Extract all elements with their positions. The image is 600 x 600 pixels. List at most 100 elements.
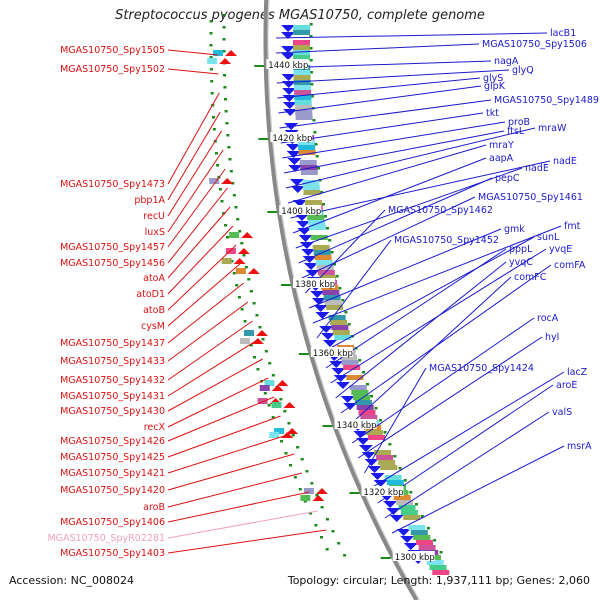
label-leader-line (364, 367, 427, 474)
tick-dot (374, 407, 378, 410)
label-leader-line (357, 336, 543, 459)
cog-block (221, 258, 232, 264)
tick-dot (312, 119, 316, 122)
tick-dot (223, 86, 227, 89)
tick-dot (232, 272, 236, 275)
tick-dot (293, 476, 297, 479)
tick-dot (222, 50, 226, 53)
tick-dot (230, 260, 234, 263)
cog-block (293, 25, 311, 30)
tick-dot (243, 320, 247, 323)
gene-label-left: recX (144, 422, 166, 433)
cog-block (303, 488, 314, 494)
cog-block (229, 232, 240, 238)
cog-block (293, 70, 311, 75)
tick-dot (325, 548, 329, 551)
gene-label-left: aroB (143, 502, 165, 513)
cog-block (349, 385, 367, 390)
label-leader-line (285, 127, 536, 189)
gene-label-right: mraY (489, 140, 514, 151)
cog-block (329, 320, 347, 325)
cog-block (386, 480, 404, 485)
gene-label-left: recU (143, 211, 165, 222)
tick-dot (325, 518, 329, 521)
cog-block (332, 330, 350, 335)
cds-arrow-reverse (290, 186, 305, 193)
cog-block (207, 58, 218, 64)
cog-block (343, 365, 361, 370)
tick-dot (420, 515, 424, 518)
gene-label-left: MGAS10750_Spy1406 (60, 517, 165, 528)
label-leader-line (167, 491, 310, 523)
cog-block (366, 430, 384, 435)
gene-label-right: comFC (514, 272, 547, 283)
label-leader-line (167, 339, 258, 397)
cds-arrow-reverse (335, 382, 350, 389)
tick-dot (249, 344, 253, 347)
gene-label-right: lacZ (567, 367, 588, 378)
tick-dot (232, 194, 236, 197)
label-leader-line (167, 244, 237, 311)
label-leader-line (316, 239, 392, 339)
cog-block (374, 450, 392, 455)
cog-block (360, 415, 378, 420)
gene-label-left: MGAS10750_SpyR02281 (47, 533, 165, 544)
cog-block (308, 220, 326, 225)
cds-arrow-reverse (364, 459, 379, 466)
label-leader-line (167, 187, 228, 264)
label-leader-line (335, 261, 507, 399)
tick-dot (309, 512, 313, 515)
cog-block (225, 248, 236, 254)
tick-dot (433, 539, 437, 542)
cds-arrow-reverse (281, 74, 296, 81)
cog-block (393, 495, 411, 500)
scale-label: 1440 kbp (268, 61, 308, 71)
gene-label-right: nagA (494, 56, 519, 67)
gene-label-left: MGAS10750_Spy1426 (60, 436, 165, 447)
tick-dot (338, 287, 342, 290)
map-title: Streptococcus pyogenes MGAS10750, comple… (115, 8, 485, 23)
tick-dot (403, 479, 407, 482)
gene-label-right: sunL (537, 232, 560, 243)
label-leader-line (167, 415, 281, 458)
cog-block (297, 140, 315, 145)
cog-block (293, 40, 310, 45)
tick-dot (309, 59, 313, 62)
cds-arrow-reverse (302, 256, 317, 263)
tick-dot (223, 74, 227, 77)
label-leader-line (282, 121, 506, 159)
tick-dot (366, 383, 370, 386)
tick-dot (317, 167, 321, 170)
cog-block (317, 270, 335, 275)
label-leader-line (167, 358, 263, 412)
label-leader-line (278, 85, 482, 114)
tick-dot (218, 188, 222, 191)
cog-block (323, 295, 341, 300)
cog-block (209, 178, 220, 184)
cds-arrow-reverse (319, 326, 334, 333)
cds-arrow-reverse (367, 466, 382, 473)
tick-dot (343, 554, 347, 557)
cds-arrow-forward (221, 178, 234, 184)
label-leader-line (325, 248, 507, 369)
scale-label-background (293, 278, 336, 288)
cds-arrow-reverse (282, 102, 297, 109)
tick-dot (315, 155, 319, 158)
gene-label-right: glyQ (512, 65, 534, 76)
gene-label-right: mraW (538, 123, 567, 134)
gene-label-right: pepC (495, 173, 520, 184)
tick-dot (280, 440, 284, 443)
scale-label-background (266, 59, 309, 69)
tick-dot (224, 110, 228, 113)
cog-block (213, 50, 224, 56)
cog-block (314, 255, 332, 260)
gene-label-left: pbp1A (134, 195, 165, 206)
tick-dot (255, 314, 259, 317)
scale-label: 1340 kbp (336, 421, 376, 431)
cds-arrow-reverse (311, 298, 326, 305)
cog-block (334, 335, 352, 340)
tick-dot (333, 263, 337, 266)
label-leader-line (298, 177, 493, 264)
tick-dot (226, 134, 230, 137)
tick-dot (310, 83, 314, 86)
